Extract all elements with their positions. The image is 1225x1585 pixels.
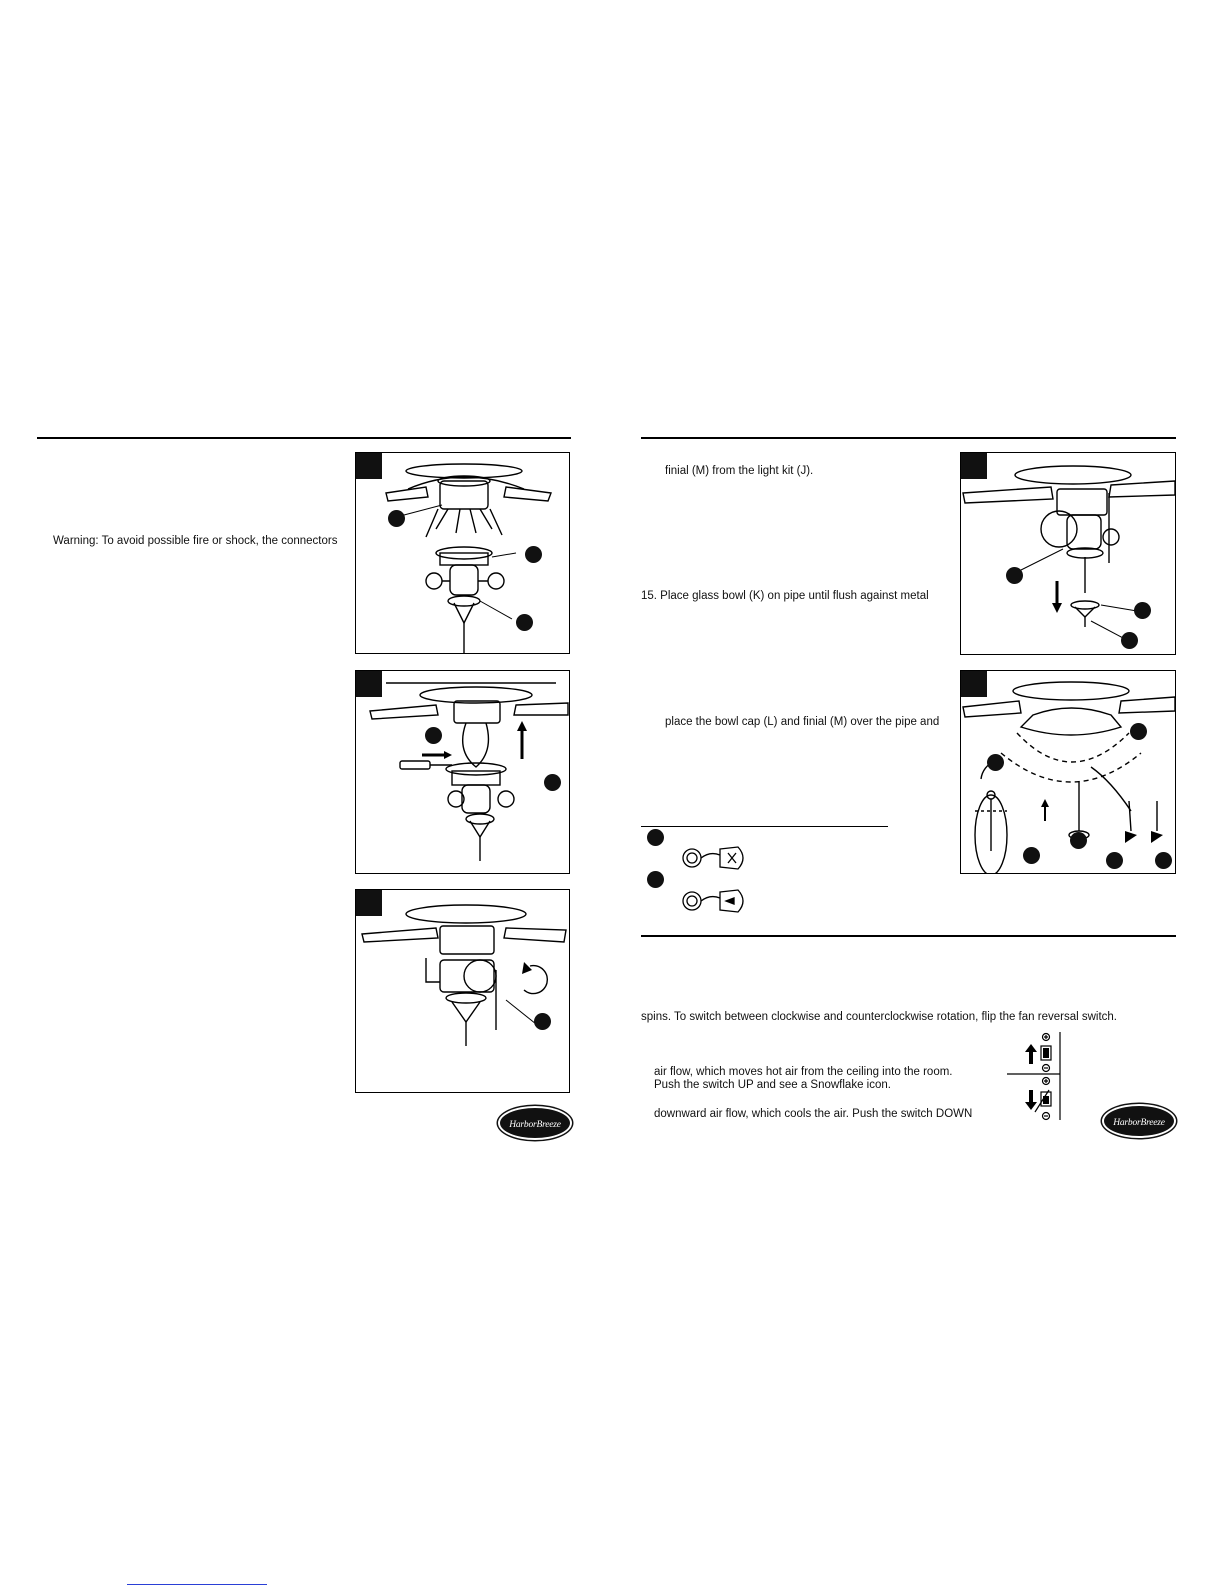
pull-chain-rule: [641, 826, 888, 827]
warning-text: Warning: To avoid possible fire or shock…: [53, 535, 338, 547]
bowl-cap-text: place the bowl cap (L) and finial (M) ov…: [665, 716, 940, 728]
wiring-illustration: [385, 463, 552, 653]
fan-pull-chain-icon: [682, 846, 744, 870]
harbor-breeze-logo: HarborBreeze: [1102, 1104, 1176, 1138]
light-pull-chain-icon: [682, 889, 744, 913]
light-kit-illustration: [369, 682, 569, 861]
downward-airflow-text: downward air flow, which cools the air. …: [654, 1108, 973, 1120]
figure-panel-glass-bowl: [960, 670, 1176, 874]
upward-switch-text: Push the switch UP and see a Snowflake i…: [654, 1079, 891, 1091]
logo-text: HarborBreeze: [1113, 1118, 1165, 1128]
callout-marker: [388, 510, 405, 527]
glass-bowl-illustration: [962, 681, 1175, 873]
callout-marker: [516, 614, 533, 631]
figure-panel-bulb: [355, 889, 570, 1093]
pull-chain-marker: [647, 871, 664, 888]
callout-marker: [987, 754, 1004, 771]
callout-marker: [1134, 602, 1151, 619]
reversal-switch-diagram: [1007, 1032, 1061, 1121]
figure-number-tag: [961, 453, 987, 479]
bulb-illustration: [361, 904, 567, 1046]
reversal-text: spins. To switch between clockwise and c…: [641, 1011, 1117, 1023]
figure-number-tag: [356, 890, 382, 916]
upward-airflow-text: air flow, which moves hot air from the c…: [654, 1066, 953, 1078]
callout-marker: [1070, 832, 1087, 849]
figure-number-tag: [356, 453, 382, 479]
right-header-rule: [641, 437, 1176, 439]
callout-marker: [544, 774, 561, 791]
harbor-breeze-logo: HarborBreeze: [498, 1106, 572, 1140]
callout-marker: [525, 546, 542, 563]
reversal-section-rule: [641, 935, 1176, 937]
callout-marker: [1006, 567, 1023, 584]
figure-panel-wiring: [355, 452, 570, 654]
left-header-rule: [37, 437, 571, 439]
pull-chain-marker: [647, 829, 664, 846]
finial-illustration: [962, 465, 1175, 640]
figure-panel-light-kit: [355, 670, 570, 874]
callout-marker: [1023, 847, 1040, 864]
callout-marker: [1155, 852, 1172, 869]
step-14-text: finial (M) from the light kit (J).: [665, 465, 814, 477]
figure-panel-finial: [960, 452, 1176, 655]
callout-marker: [1106, 852, 1123, 869]
callout-marker: [1130, 723, 1147, 740]
figure-number-tag: [961, 671, 987, 697]
logo-text: HarborBreeze: [509, 1120, 561, 1130]
callout-marker: [1121, 632, 1138, 649]
step-15-text: 15. Place glass bowl (K) on pipe until f…: [641, 590, 929, 602]
callout-marker: [534, 1013, 551, 1030]
figure-number-tag: [356, 671, 382, 697]
callout-marker: [425, 727, 442, 744]
